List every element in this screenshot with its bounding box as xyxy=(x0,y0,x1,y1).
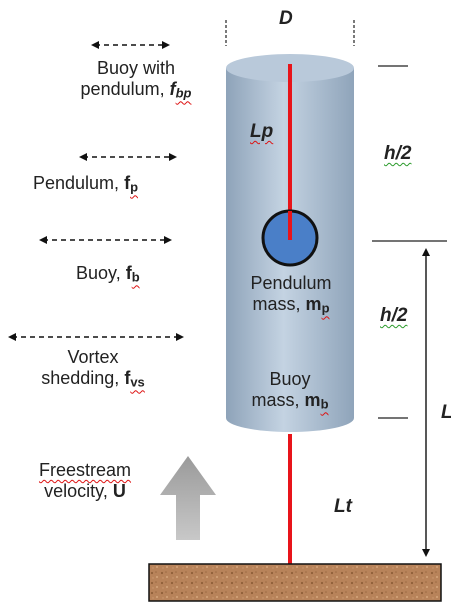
pendulum-mass-sub: p xyxy=(321,300,330,316)
label-buoy-with-pendulum: Buoy with pendulum, fbp xyxy=(81,58,192,101)
vortex-sub: vs xyxy=(130,374,145,390)
pendulum-length-label: Lp xyxy=(250,121,274,142)
label-pendulum-mass: Pendulum mass, mp xyxy=(250,273,331,316)
diameter-label: D xyxy=(279,8,293,29)
pendulum-mass-line2: mass, mp xyxy=(250,294,331,316)
freestream-arrow xyxy=(160,456,216,540)
label-freestream-velocity: Freestream velocity, U xyxy=(39,460,131,501)
pendulum-mass-line1: Pendulum xyxy=(250,273,332,293)
buoy-mass-line2: mass, mb xyxy=(252,390,329,412)
label-buoy: Buoy, fb xyxy=(76,263,140,285)
freestream-line1: Freestream xyxy=(38,460,132,480)
vortex-line1: Vortex xyxy=(67,347,119,367)
freestream-text: velocity, xyxy=(44,480,108,501)
vortex-symbol: f xyxy=(124,367,131,388)
label-buoy-mass: Buoy mass, mb xyxy=(252,369,329,412)
vortex-line2: shedding, fvs xyxy=(41,368,145,390)
vortex-text: shedding, xyxy=(41,367,120,388)
bp-symbol: f xyxy=(169,78,176,99)
buoy-mass-line1: Buoy xyxy=(269,369,311,389)
half-height-top-label: h/2 xyxy=(384,143,412,164)
pendulum-mass-symbol: m xyxy=(305,293,322,314)
pendulum-symbol: f xyxy=(124,173,131,193)
buoy-mass-sub: b xyxy=(320,396,329,412)
freestream-line2: velocity, U xyxy=(39,481,131,502)
bp-sub: bp xyxy=(175,85,192,101)
label-pendulum: Pendulum, fp xyxy=(33,173,138,195)
pendulum-text: Pendulum, xyxy=(33,173,120,193)
seabed xyxy=(148,563,442,602)
buoy-mass-symbol: m xyxy=(304,389,321,410)
buoy-text: Buoy, xyxy=(76,263,121,283)
label-buoy-with-pendulum-line2: pendulum, fbp xyxy=(81,79,192,101)
buoy-symbol: f xyxy=(125,263,132,283)
buoy-mass-text: mass, xyxy=(251,389,300,410)
label-buoy-with-pendulum-line1: Buoy with xyxy=(96,58,176,78)
tether-length-label: Lt xyxy=(334,496,352,517)
label-vortex-shedding: Vortex shedding, fvs xyxy=(41,347,145,390)
half-height-bottom-label: h/2 xyxy=(380,305,408,326)
pendulum-sub: p xyxy=(130,179,138,195)
pendulum-mass-text: mass, xyxy=(252,293,301,314)
buoy-sub: b xyxy=(131,269,140,285)
total-length-label: L xyxy=(441,402,451,424)
freestream-symbol: U xyxy=(112,480,126,501)
bp-text: pendulum, xyxy=(80,78,165,99)
